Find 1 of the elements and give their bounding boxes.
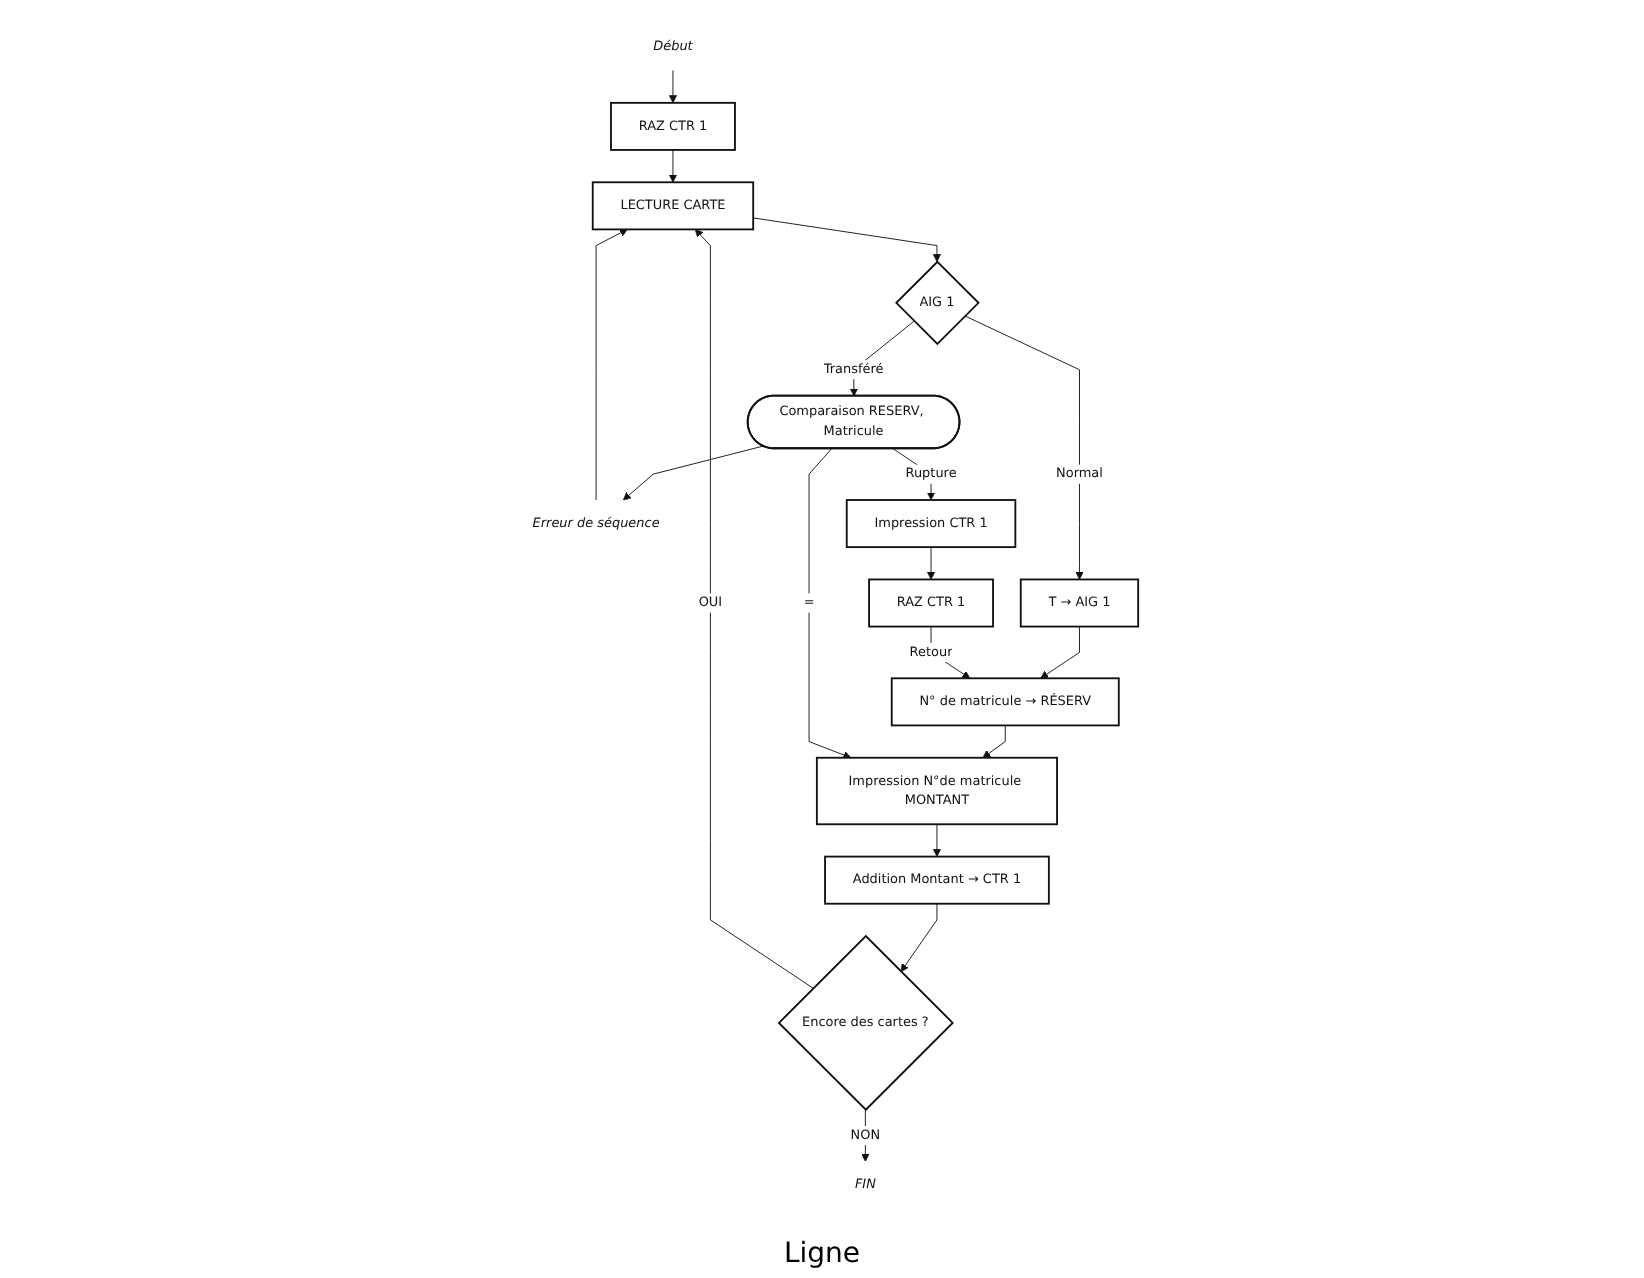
note-text: Ligne xyxy=(783,1238,861,1270)
